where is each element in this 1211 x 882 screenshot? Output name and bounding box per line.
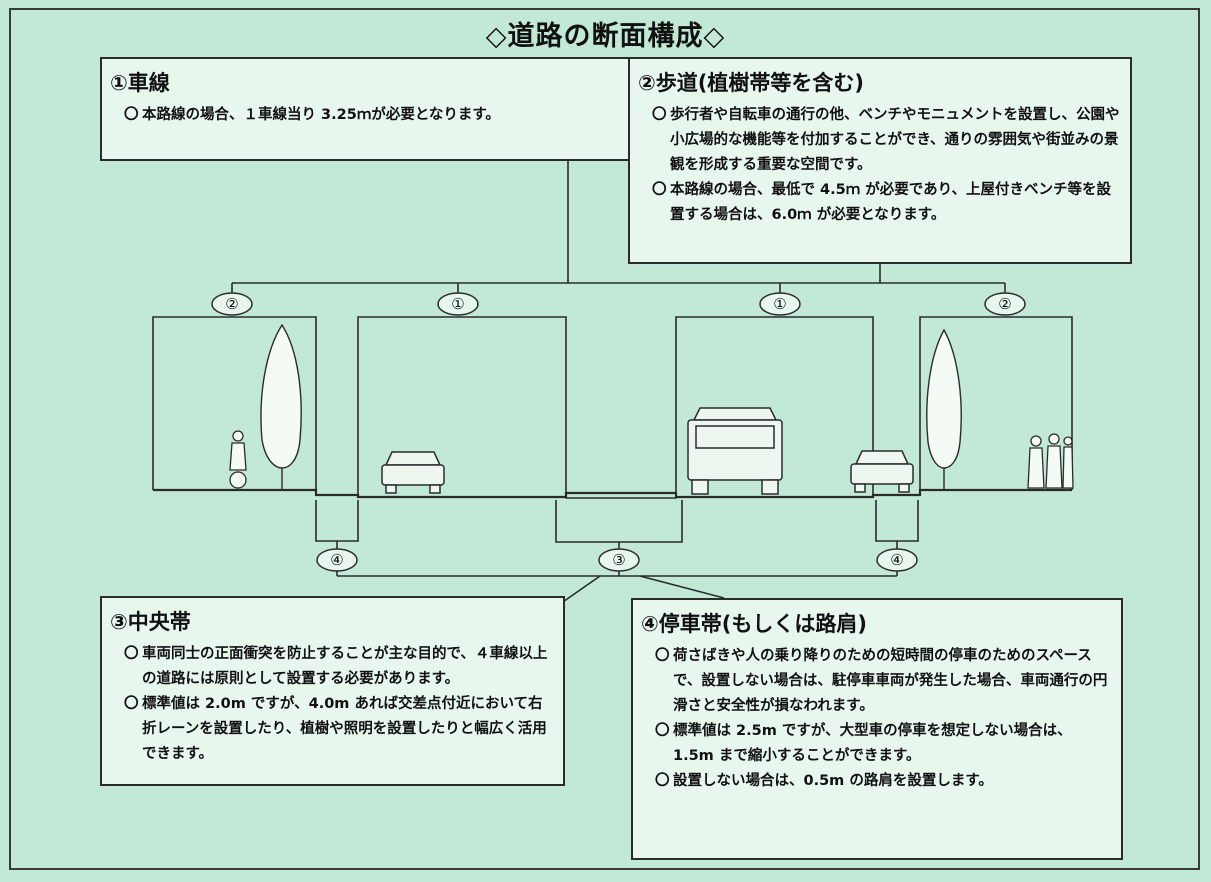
label-median: ③ <box>612 551 625 569</box>
label-bubble-lane-left <box>437 292 479 316</box>
lane-right-bracket <box>675 316 874 495</box>
label-bubble-parking-right <box>876 548 918 572</box>
label-bubble-sidewalk-left <box>211 292 253 316</box>
truck-icon <box>687 407 783 495</box>
median-curb <box>565 493 677 499</box>
connector-median <box>559 575 601 605</box>
label-bubble-median <box>598 548 640 572</box>
lane-left-bracket <box>357 316 567 495</box>
label-sidewalk-left: ② <box>225 295 238 313</box>
parking-item: 標準値は 2.5m ですが、大型車の停車を想定しない場合は、1.5m まで縮小す… <box>655 719 1111 769</box>
parking-heading: ④停車帯(もしくは路肩) <box>641 612 867 636</box>
label-sidewalk-right: ② <box>998 295 1011 313</box>
label-parking-right: ④ <box>890 551 903 569</box>
cyclist-icon <box>229 430 247 489</box>
pedestrians-icon <box>1027 433 1074 489</box>
median-box: ③中央帯 車両同士の正面衝突を防止することが主な目的で、４車線以上の道路には原則… <box>100 596 565 786</box>
median-item: 標準値は 2.0m ですが、4.0m あれば交差点付近において右折レーンを設置し… <box>124 692 553 767</box>
sidewalk-item: 本路線の場合、最低で 4.5ｍ が必要であり、上屋付きベンチ等を設置する場合は、… <box>652 178 1120 228</box>
lane-box: ①車線 本路線の場合、１車線当り 3.25ｍが必要となります。 <box>100 57 630 161</box>
label-bubble-parking-left <box>316 548 358 572</box>
sidewalk-item: 歩行者や自転車の通行の他、ベンチやモニュメントを設置し、公園や小広場的な機能等を… <box>652 103 1120 178</box>
median-bracket <box>555 500 683 543</box>
label-bubble-lane-right <box>759 292 801 316</box>
lane-heading: ①車線 <box>110 71 170 95</box>
parking-right-bracket <box>875 500 919 542</box>
parking-item: 設置しない場合は、0.5m の路肩を設置します。 <box>655 769 1111 794</box>
sidewalk-heading: ②歩道(植樹帯等を含む) <box>638 71 864 95</box>
parking-box: ④停車帯(もしくは路肩) 荷さばきや人の乗り降りのための短時間の停車のためのスペ… <box>631 598 1123 860</box>
car-left-icon <box>381 451 445 494</box>
sidewalk-left-bracket <box>152 316 317 495</box>
parking-left-bracket <box>315 500 359 542</box>
tree-left-icon <box>260 323 302 469</box>
label-lane-left: ① <box>451 295 464 313</box>
label-parking-left: ④ <box>330 551 343 569</box>
outer-frame <box>9 8 1200 870</box>
tree-right-icon <box>926 328 962 469</box>
page-title: ◇道路の断面構成◇ <box>485 21 726 52</box>
car-right-icon <box>850 450 914 493</box>
label-bubble-sidewalk-right <box>984 292 1026 316</box>
median-heading: ③中央帯 <box>110 610 191 634</box>
parking-item: 荷さばきや人の乗り降りのための短時間の停車のためのスペースで、設置しない場合は、… <box>655 644 1111 719</box>
median-item: 車両同士の正面衝突を防止することが主な目的で、４車線以上の道路には原則として設置… <box>124 642 553 692</box>
lane-item: 本路線の場合、１車線当り 3.25ｍが必要となります。 <box>124 103 618 128</box>
road-surface <box>153 488 1072 499</box>
sidewalk-right-bracket <box>919 316 1073 495</box>
label-lane-right: ① <box>773 295 786 313</box>
connector-parking <box>639 575 725 599</box>
sidewalk-box: ②歩道(植樹帯等を含む) 歩行者や自転車の通行の他、ベンチやモニュメントを設置し… <box>628 57 1132 264</box>
